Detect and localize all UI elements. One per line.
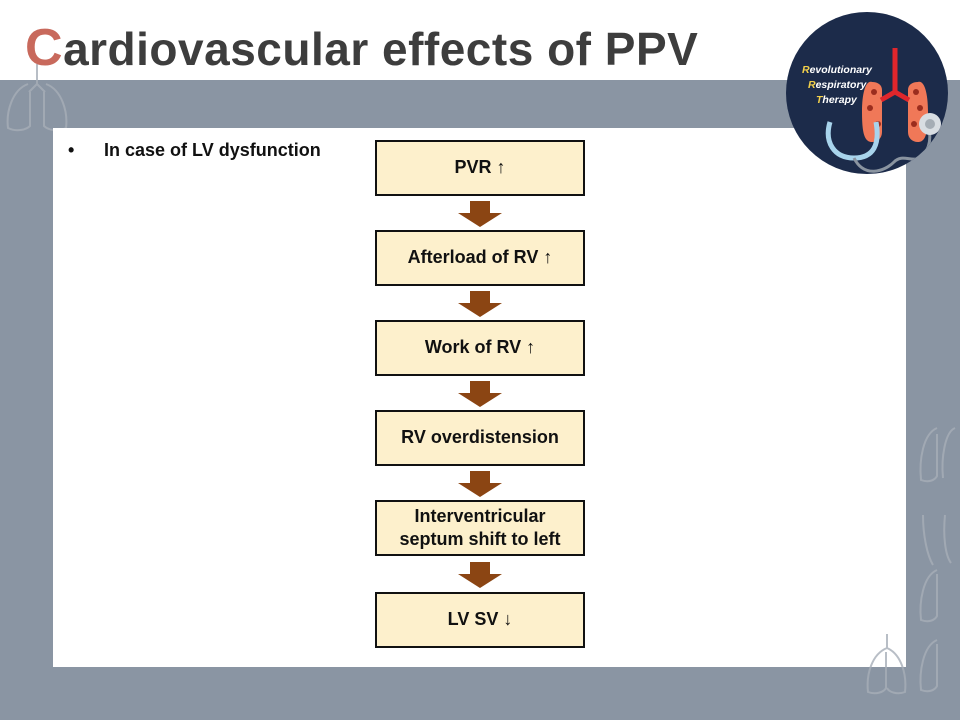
bullet-item: • In case of LV dysfunction bbox=[68, 140, 321, 161]
title-initial: C bbox=[25, 19, 64, 77]
slide-title: Cardiovascular effects of PPV bbox=[25, 18, 698, 78]
flow-box-lv-sv: LV SV ↓ bbox=[375, 592, 585, 648]
logo-line-2: Respiratory bbox=[808, 79, 867, 91]
flow-box-work: Work of RV ↑ bbox=[375, 320, 585, 376]
title-rest: ardiovascular effects of PPV bbox=[63, 23, 699, 75]
logo-line-1: Revolutionary bbox=[802, 64, 873, 76]
down-arrow-icon bbox=[458, 381, 502, 407]
flow-box-septum-shift: Interventricular septum shift to left bbox=[375, 500, 585, 556]
flow-box-afterload: Afterload of RV ↑ bbox=[375, 230, 585, 286]
down-arrow-icon bbox=[458, 291, 502, 317]
flow-box-overdistension: RV overdistension bbox=[375, 410, 585, 466]
down-arrow-icon bbox=[458, 562, 502, 588]
lungs-watermark-icon bbox=[866, 634, 907, 695]
lungs-watermark-icon bbox=[6, 64, 68, 132]
lungs-watermark-icon bbox=[919, 427, 956, 693]
logo: Revolutionary Respiratory Therapy bbox=[786, 12, 948, 174]
down-arrow-icon bbox=[458, 471, 502, 497]
bullet-text: In case of LV dysfunction bbox=[104, 140, 321, 160]
bullet-marker: • bbox=[68, 140, 75, 160]
down-arrow-icon bbox=[458, 201, 502, 227]
lungs-stethoscope-icon bbox=[825, 48, 941, 173]
flow-box-pvr: PVR ↑ bbox=[375, 140, 585, 196]
logo-line-3: Therapy bbox=[816, 94, 857, 106]
